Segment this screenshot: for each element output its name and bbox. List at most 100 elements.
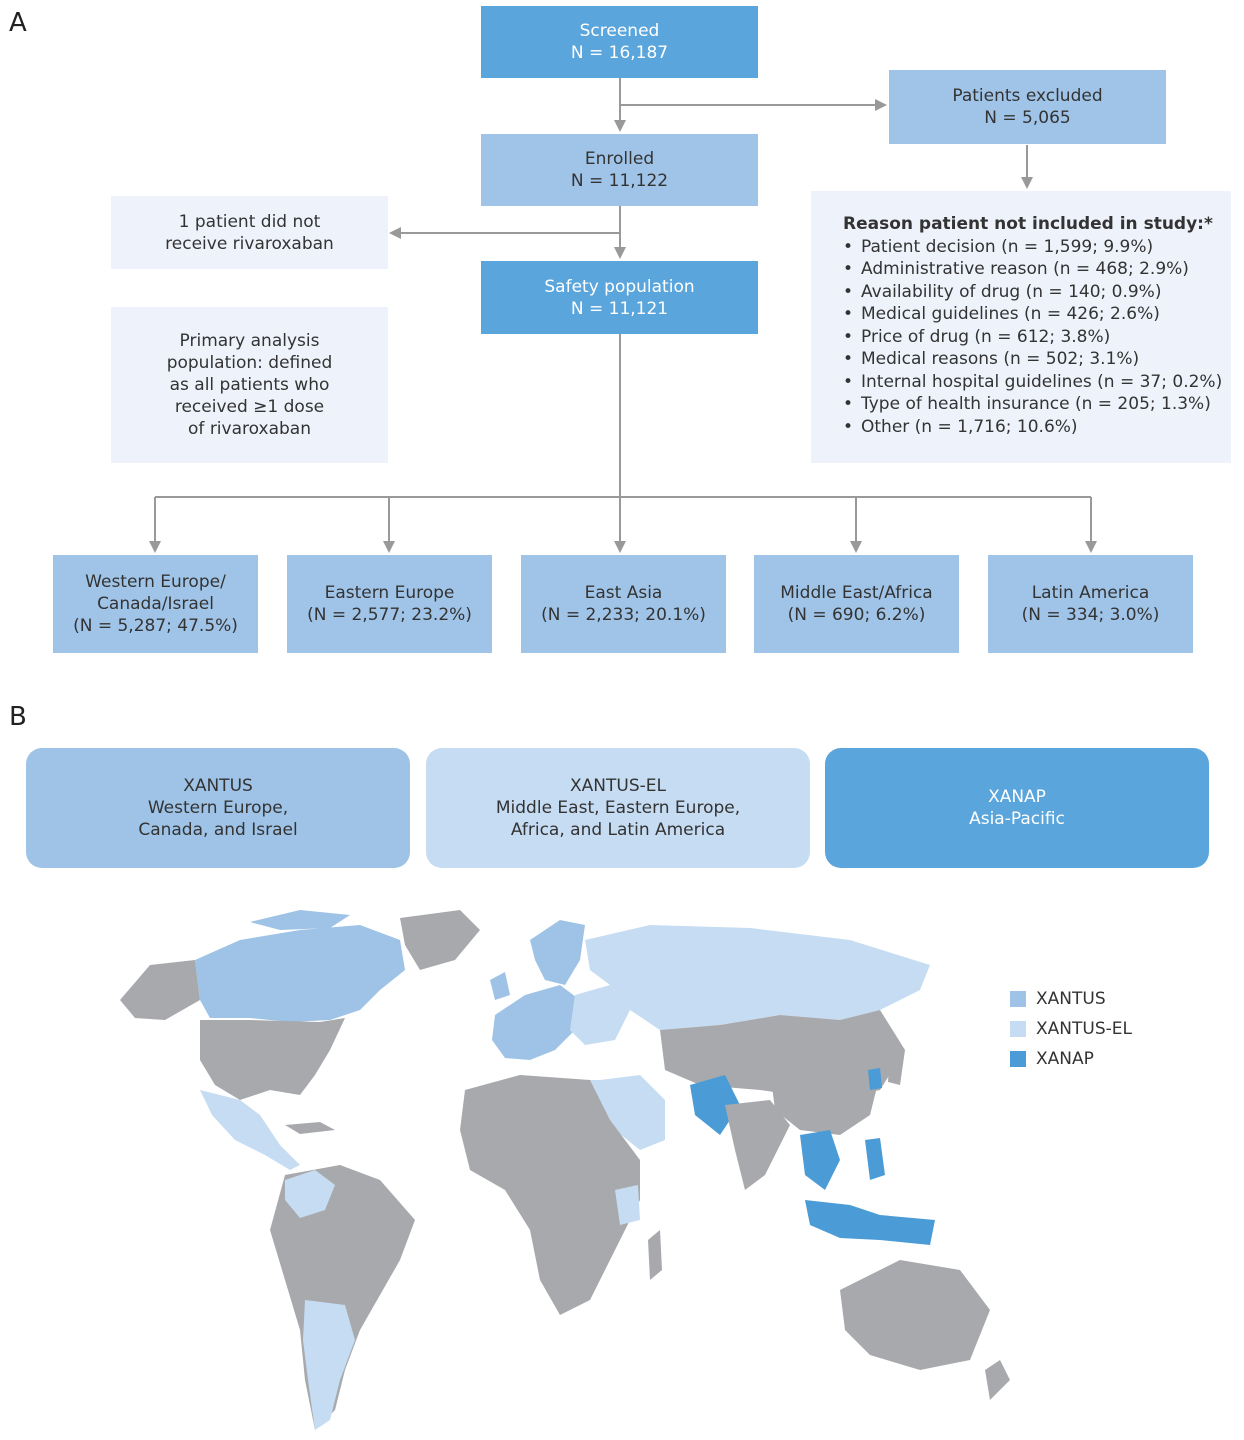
map-caribbean [285, 1122, 335, 1134]
region-count: (N = 690; 6.2%) [787, 605, 926, 625]
screened-box: Screened N = 16,187 [481, 6, 758, 78]
excluded-count: N = 5,065 [984, 108, 1071, 128]
map-australia [840, 1260, 990, 1370]
study-region: Africa, and Latin America [510, 820, 726, 840]
region-label: Latin America [1031, 583, 1150, 603]
primary-note-line-3: as all patients who [169, 375, 330, 395]
primary-analysis-note: Primary analysis population: defined as … [111, 307, 388, 463]
reason-item: Administrative reason (n = 468; 2.9%) [843, 258, 1231, 281]
study-xantus-el: XANTUS-EL Middle East, Eastern Europe, A… [426, 748, 810, 868]
study-region: Middle East, Eastern Europe, [495, 798, 741, 818]
reason-item: Price of drug (n = 612; 3.8%) [843, 326, 1231, 349]
study-name: XANAP [988, 787, 1046, 807]
safety-population-box: Safety population N = 11,121 [481, 261, 758, 334]
region-middle-east-africa: Middle East/Africa (N = 690; 6.2%) [754, 555, 959, 653]
map-africa [460, 1075, 640, 1315]
region-label: Western Europe/ [85, 572, 226, 592]
map-southeast-asia [800, 1130, 840, 1190]
reason-item: Patient decision (n = 1,599; 9.9%) [843, 236, 1231, 259]
exclusion-reasons-box: Reason patient not included in study:* P… [811, 191, 1231, 463]
enrolled-count: N = 11,122 [570, 171, 669, 191]
legend-label: XANTUS [1036, 989, 1106, 1009]
enrolled-title: Enrolled [584, 149, 655, 169]
panel-a-label: A [9, 8, 27, 38]
map-indonesia [805, 1200, 935, 1245]
map-mexico [200, 1090, 300, 1170]
map-uk [490, 972, 510, 1000]
safety-count: N = 11,121 [570, 298, 669, 319]
not-received-box: 1 patient did not receive rivaroxaban [111, 196, 388, 269]
map-new-zealand [985, 1360, 1010, 1400]
not-received-line-1: 1 patient did not [178, 211, 321, 232]
reasons-list: Patient decision (n = 1,599; 9.9%) Admin… [843, 236, 1231, 439]
study-xanap: XANAP Asia-Pacific [825, 748, 1209, 868]
screened-count: N = 16,187 [570, 43, 669, 63]
enrolled-box: Enrolled N = 11,122 [481, 134, 758, 206]
region-eastern-europe: Eastern Europe (N = 2,577; 23.2%) [287, 555, 492, 653]
map-middle-east [600, 1075, 665, 1150]
legend-swatch [1010, 1021, 1026, 1037]
legend-item-xantus-el: XANTUS-EL [1010, 1014, 1132, 1044]
map-greenland [400, 910, 480, 970]
region-western-europe: Western Europe/ Canada/Israel (N = 5,287… [53, 555, 258, 653]
primary-note-line-1: Primary analysis [179, 331, 320, 351]
map-korea [868, 1068, 882, 1090]
reason-item: Type of health insurance (n = 205; 1.3%) [843, 393, 1231, 416]
map-canada [195, 925, 405, 1022]
map-philippines [865, 1138, 885, 1180]
primary-note-line-4: received ≥1 dose [174, 397, 325, 417]
region-count: (N = 2,577; 23.2%) [307, 605, 472, 625]
excluded-title: Patients excluded [952, 86, 1103, 106]
study-region: Western Europe, [147, 798, 289, 818]
map-pakistan [690, 1075, 740, 1135]
legend-swatch [1010, 991, 1026, 1007]
legend-item-xanap: XANAP [1010, 1044, 1132, 1074]
map-alaska [120, 960, 200, 1020]
excluded-box: Patients excluded N = 5,065 [889, 70, 1166, 144]
map-legend: XANTUS XANTUS-EL XANAP [1010, 984, 1132, 1074]
world-map [120, 910, 1010, 1430]
map-madagascar [648, 1230, 662, 1280]
region-latin-america: Latin America (N = 334; 3.0%) [988, 555, 1193, 653]
map-western-europe [492, 985, 580, 1060]
reason-item: Other (n = 1,716; 10.6%) [843, 416, 1231, 439]
study-name: XANTUS-EL [570, 776, 666, 796]
not-received-line-2: receive rivaroxaban [165, 233, 334, 254]
region-count: (N = 334; 3.0%) [1021, 605, 1160, 625]
map-japan [888, 1045, 905, 1085]
region-count: (N = 5,287; 47.5%) [73, 616, 238, 636]
legend-label: XANTUS-EL [1036, 1019, 1132, 1039]
map-usa [200, 1018, 345, 1100]
legend-label: XANAP [1036, 1049, 1094, 1069]
map-china [770, 1060, 880, 1135]
map-india [725, 1100, 790, 1190]
reason-item: Internal hospital guidelines (n = 37; 0.… [843, 371, 1231, 394]
primary-note-line-5: of rivaroxaban [188, 419, 311, 439]
map-chile-argentina [303, 1300, 355, 1430]
map-russia [585, 925, 930, 1030]
screened-title: Screened [579, 21, 660, 41]
region-label: Eastern Europe [324, 583, 455, 603]
map-scandinavia [530, 920, 585, 985]
map-kenya [615, 1185, 640, 1225]
safety-title: Safety population [544, 276, 695, 297]
study-region: Canada, and Israel [138, 820, 298, 840]
legend-swatch [1010, 1051, 1026, 1067]
region-label: Middle East/Africa [780, 583, 933, 603]
region-label: Canada/Israel [97, 594, 214, 614]
flowchart-connectors [149, 78, 1097, 553]
region-count: (N = 2,233; 20.1%) [541, 605, 706, 625]
study-region: Asia-Pacific [969, 809, 1065, 829]
reason-item: Availability of drug (n = 140; 0.9%) [843, 281, 1231, 304]
reason-item: Medical reasons (n = 502; 3.1%) [843, 348, 1231, 371]
panel-b-label: B [9, 702, 27, 732]
legend-item-xantus: XANTUS [1010, 984, 1132, 1014]
reason-item: Medical guidelines (n = 426; 2.6%) [843, 303, 1231, 326]
map-colombia-venezuela [285, 1170, 335, 1218]
region-label: East Asia [584, 583, 663, 603]
reasons-heading: Reason patient not included in study:* [843, 214, 1213, 234]
region-east-asia: East Asia (N = 2,233; 20.1%) [521, 555, 726, 653]
map-eastern-europe [570, 985, 630, 1045]
primary-note-line-2: population: defined [166, 353, 333, 373]
map-arctic-islands [250, 910, 350, 930]
